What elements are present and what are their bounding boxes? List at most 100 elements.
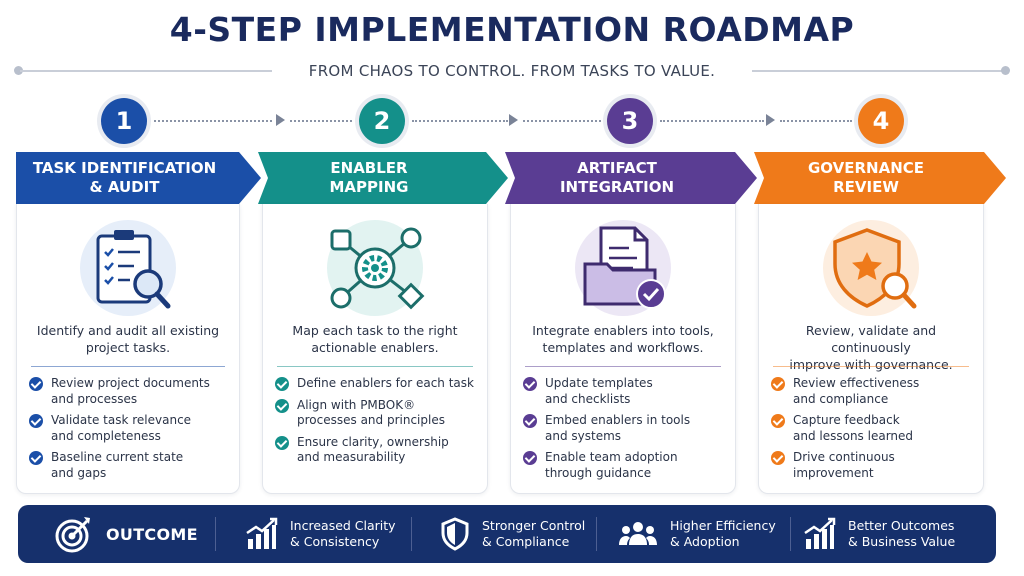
- check-icon: [275, 398, 289, 413]
- connector-2-3: [412, 120, 508, 122]
- bullet-line: Ensure clarity, ownership: [297, 434, 449, 449]
- divider-line: [752, 70, 1004, 72]
- bullet-line: Enable team adoption: [545, 450, 678, 464]
- step-1-banner: TASK IDENTIFICATION& AUDIT: [16, 152, 261, 204]
- outcome-line: Increased Clarity: [290, 518, 396, 533]
- desc-line: Map each task to the right: [292, 323, 458, 338]
- step-1-title-line2: & AUDIT: [89, 178, 160, 196]
- check-icon: [29, 414, 43, 428]
- step-4-title-line2: REVIEW: [833, 178, 899, 196]
- bullet-line: and processes: [51, 391, 138, 406]
- page-title: 4-STEP IMPLEMENTATION ROADMAP: [169, 10, 855, 49]
- outcome-line: Better Outcomes: [848, 518, 955, 533]
- outcome-header: OUTCOME: [54, 505, 198, 563]
- divider-dot: [14, 66, 23, 75]
- outcome-bar: OUTCOME Increased Clarity& Consistency S…: [18, 505, 996, 563]
- check-icon: [771, 414, 785, 428]
- bullet-line: and lessons learned: [793, 428, 914, 443]
- step-4-number: 4: [858, 98, 904, 144]
- bullet-line: Embed enablers in tools: [545, 413, 691, 427]
- bullet-line: and compliance: [793, 391, 889, 406]
- outcome-line: & Adoption: [670, 534, 740, 549]
- step-1-card: Identify and audit all existing project …: [16, 204, 240, 494]
- connector-3-4: [660, 120, 764, 122]
- separator: [215, 517, 216, 551]
- subtitle-row: FROM CHAOS TO CONTROL. FROM TASKS TO VAL…: [14, 60, 1010, 82]
- arrow-right-icon: [276, 114, 285, 126]
- step-2-card: Map each task to the right actionable en…: [262, 204, 488, 494]
- list-item: Define enablers for each task: [275, 376, 479, 392]
- arrow-right-icon: [509, 114, 518, 126]
- step-3-number: 3: [607, 98, 653, 144]
- bullet-line: Update templates: [545, 376, 653, 390]
- step-2-bullets: Define enablers for each task Align with…: [275, 376, 479, 472]
- divider-dot: [1001, 66, 1010, 75]
- step-2-title-line2: MAPPING: [329, 178, 409, 196]
- step-3-title-line1: ARTIFACT: [577, 159, 657, 177]
- check-icon: [275, 435, 289, 450]
- step-2-title-line1: ENABLER: [330, 159, 408, 177]
- page-subtitle: FROM CHAOS TO CONTROL. FROM TASKS TO VAL…: [308, 62, 716, 80]
- outcome-line: & Business Value: [848, 534, 956, 549]
- check-icon: [275, 377, 289, 391]
- clipboard-checklist-magnifier-icon: [72, 218, 184, 318]
- connector-3-4b: [780, 120, 852, 122]
- divider: [277, 366, 473, 367]
- step-3-title-line2: INTEGRATION: [559, 178, 675, 196]
- step-2-description: Map each task to the right actionable en…: [273, 322, 477, 356]
- bar-chart-growth-icon: [246, 517, 278, 549]
- desc-line: actionable enablers.: [311, 340, 439, 355]
- outcome-line: & Compliance: [482, 534, 570, 549]
- bullet-line: Drive continuous: [793, 450, 895, 464]
- step-1-number: 1: [101, 98, 147, 144]
- separator: [411, 517, 412, 551]
- outcome-item: Higher Efficiency& Adoption: [618, 505, 776, 563]
- check-icon: [29, 451, 43, 465]
- outcome-item: Better Outcomes& Business Value: [802, 505, 955, 563]
- outcome-item: Increased Clarity& Consistency: [244, 505, 396, 563]
- bullet-line: improvement: [793, 465, 874, 480]
- step-2-number: 2: [359, 98, 405, 144]
- step-4-title-line1: GOVERNANCE: [807, 159, 925, 177]
- outcome-label: OUTCOME: [106, 524, 198, 544]
- divider-line: [20, 70, 272, 72]
- desc-line: improve with governance.: [789, 357, 953, 372]
- separator: [790, 517, 791, 551]
- bar-chart-growth-icon: [804, 517, 836, 549]
- check-icon: [523, 377, 537, 391]
- desc-line: templates and workflows.: [542, 340, 704, 355]
- step-4-card: Review, validate and continuously improv…: [758, 204, 984, 494]
- arrow-right-icon: [766, 114, 775, 126]
- desc-line: Integrate enablers into tools,: [532, 323, 714, 338]
- bullet-line: Align with PMBOK®: [297, 397, 416, 412]
- check-icon: [771, 451, 785, 465]
- shield-star-magnifier-icon: [815, 218, 927, 318]
- bullet-line: Review project documents: [51, 376, 210, 390]
- gear-network-icon: [319, 218, 431, 318]
- check-icon: [771, 377, 785, 391]
- divider: [31, 366, 225, 367]
- check-icon: [523, 414, 537, 428]
- bullet-line: Define enablers for each task: [297, 376, 474, 390]
- connector-1-2: [154, 120, 272, 122]
- bullet-line: Capture feedback: [793, 413, 900, 427]
- step-1-description: Identify and audit all existing project …: [27, 322, 229, 356]
- divider: [525, 366, 721, 367]
- team-icon: [619, 522, 657, 545]
- bullet-line: processes and principles: [297, 413, 445, 427]
- outcome-item: Stronger Control& Compliance: [440, 505, 585, 563]
- bullet-line: Validate task relevance: [51, 413, 192, 427]
